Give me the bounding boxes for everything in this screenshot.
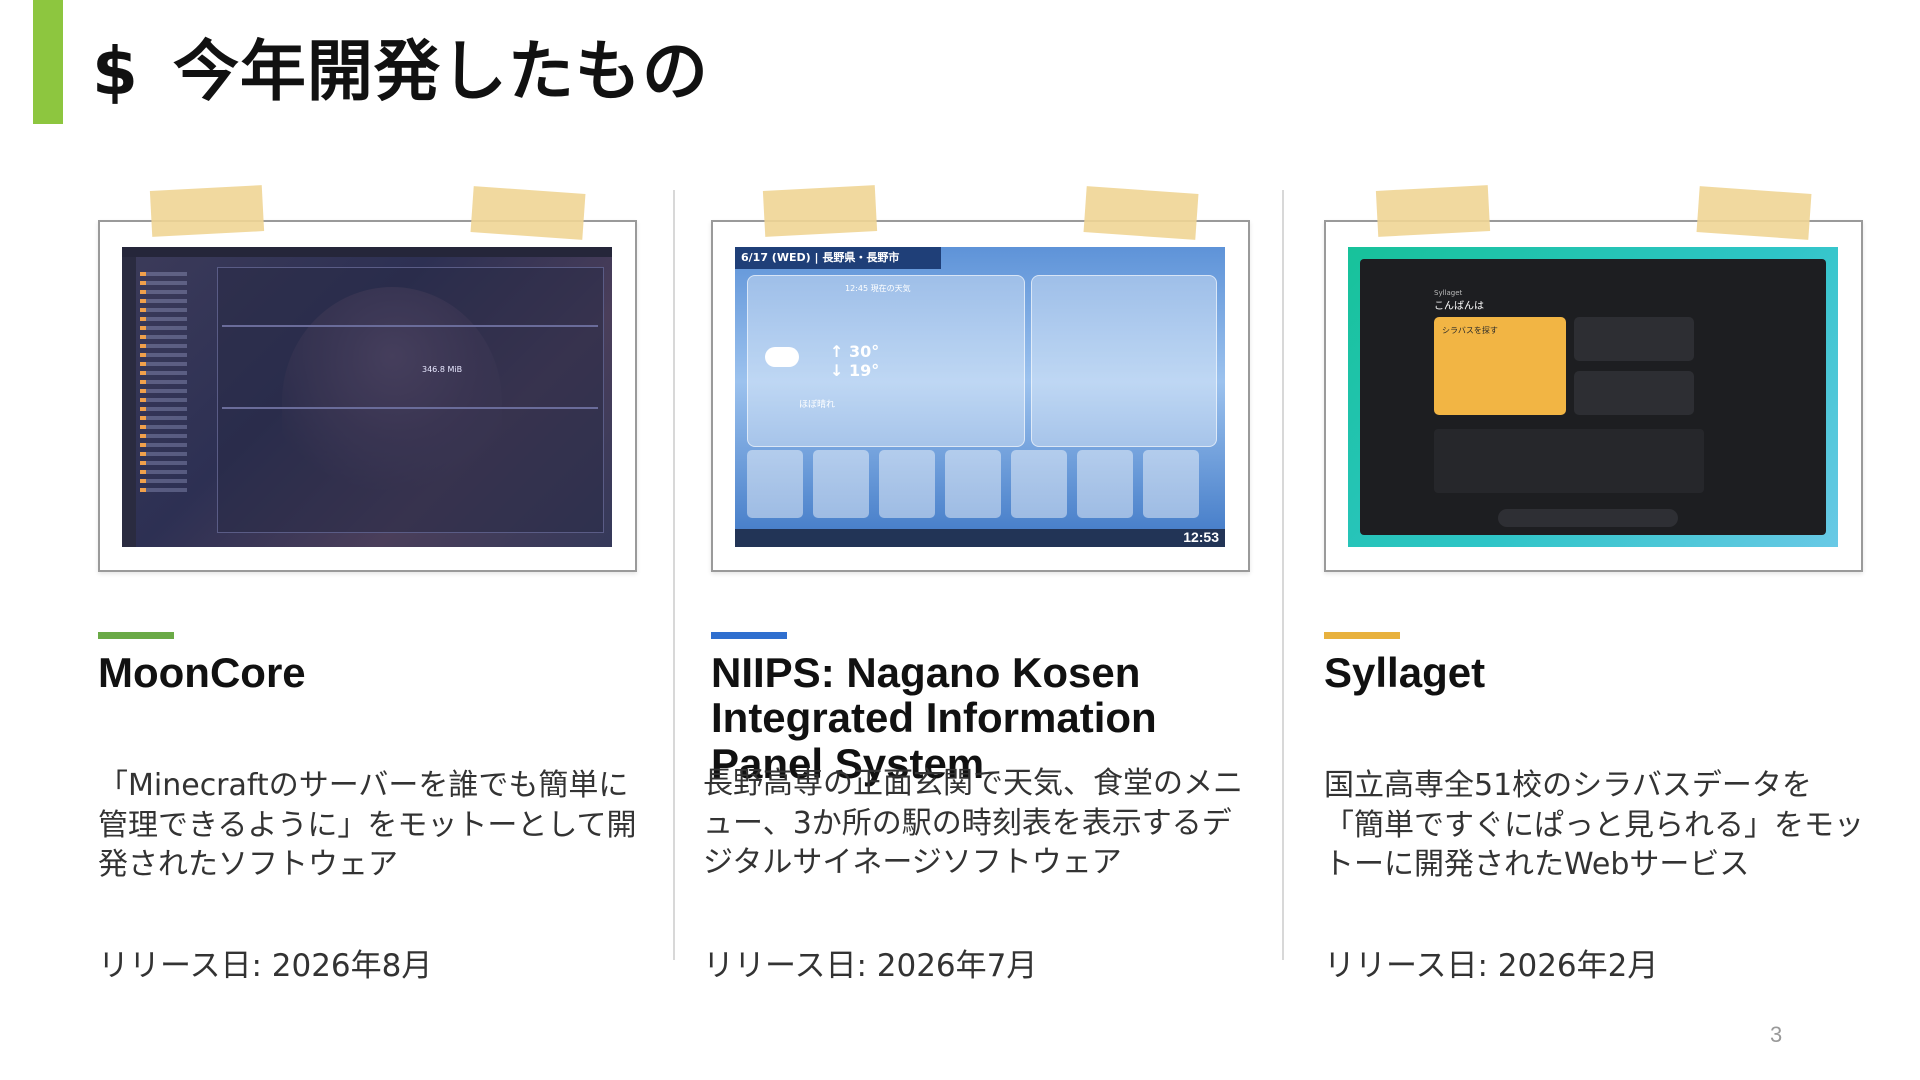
column-divider <box>673 190 675 960</box>
project-description: 長野高専の正面玄関で天気、食堂のメニュー、3か所の駅の時刻表を表示するデジタルサ… <box>703 766 1243 881</box>
tape <box>1083 186 1199 240</box>
title-accent-bar <box>33 0 63 124</box>
file-tree <box>140 267 208 539</box>
notice-list <box>1434 429 1704 493</box>
screenshot-frame: 346.8 MiB <box>98 220 637 572</box>
page-title: $ 今年開発したもの <box>92 18 709 114</box>
search-syllabus-label: シラバスを探す <box>1442 326 1498 335</box>
hourly-forecast <box>879 450 935 518</box>
panel-row <box>222 407 598 409</box>
project-title: NIIPS: Nagano Kosen Integrated Informati… <box>711 649 1157 787</box>
project-title: MoonCore <box>98 649 306 696</box>
title-text: 今年開発したもの <box>172 33 709 110</box>
temp-low: ↓ 19° <box>830 361 880 381</box>
app-name: Syllaget <box>1434 289 1463 297</box>
cloud-icon <box>765 347 799 367</box>
search-syllabus-card: シラバスを探す <box>1434 317 1566 415</box>
tape <box>149 185 265 237</box>
panel-row <box>222 325 598 327</box>
screenshot-frame: 6/17 (WED) | 長野県・長野市 12:45 現在の天気 ↑ 30° ↓… <box>711 220 1250 572</box>
project-accent-rule <box>98 632 174 639</box>
hourly-forecast <box>813 450 869 518</box>
mooncore-screenshot: 346.8 MiB <box>122 247 612 547</box>
syllaget-screenshot: Syllaget こんばんは シラバスを探す <box>1348 247 1838 547</box>
hourly-forecast <box>945 450 1001 518</box>
project-accent-rule <box>711 632 787 639</box>
tape <box>470 186 586 240</box>
bottom-navigation <box>1498 509 1678 527</box>
project-card-syllaget: Syllaget こんばんは シラバスを探す Syllaget 国立高専全51校… <box>1324 180 1879 1000</box>
server-panel <box>217 267 604 533</box>
current-weather-label: 12:45 現在の天気 <box>845 284 911 293</box>
project-release-date: リリース日: 2026年7月 <box>703 948 1038 984</box>
hourly-forecast <box>747 450 803 518</box>
page-number: 3 <box>1770 1022 1783 1047</box>
tools-tile <box>1574 371 1694 415</box>
project-release-date: リリース日: 2026年8月 <box>98 948 433 984</box>
signage-header: 6/17 (WED) | 長野県・長野市 <box>735 247 941 269</box>
greeting-text: こんばんは <box>1434 301 1484 312</box>
tape <box>1375 185 1491 237</box>
hourly-forecast <box>1077 450 1133 518</box>
project-title: Syllaget <box>1324 649 1486 696</box>
app-sidebar <box>122 257 136 547</box>
bookmark-tile <box>1574 317 1694 361</box>
temperature: ↑ 30° ↓ 19° <box>830 342 879 380</box>
project-accent-rule <box>1324 632 1400 639</box>
memory-usage: 346.8 MiB <box>422 365 463 374</box>
signage-footer <box>735 529 1225 547</box>
project-description: 国立高専全51校のシラバスデータを「簡単ですぐにぱっと見られる」をモットーに開発… <box>1324 768 1864 883</box>
app-greeting: Syllaget こんばんは <box>1434 289 1484 312</box>
warning-panel <box>1031 275 1217 447</box>
niips-screenshot: 6/17 (WED) | 長野県・長野市 12:45 現在の天気 ↑ 30° ↓… <box>735 247 1225 547</box>
project-release-date: リリース日: 2026年2月 <box>1324 948 1659 984</box>
screenshot-frame: Syllaget こんばんは シラバスを探す <box>1324 220 1863 572</box>
column-divider <box>1282 190 1284 960</box>
hourly-forecast <box>1011 450 1067 518</box>
project-card-mooncore: 346.8 MiB MoonCore 「Minecraftのサーバーを誰でも簡単… <box>98 180 653 1000</box>
project-description: 「Minecraftのサーバーを誰でも簡単に管理できるように」をモットーとして開… <box>98 768 637 883</box>
weather-condition: ほぼ晴れ <box>799 400 836 410</box>
hourly-forecast <box>1143 450 1199 518</box>
tape <box>1696 186 1812 240</box>
title-symbol: $ <box>92 33 139 110</box>
temp-high: ↑ 30° <box>830 342 880 361</box>
signage-clock: 12:53 <box>1183 529 1219 545</box>
tape <box>762 185 878 237</box>
project-card-niips: 6/17 (WED) | 長野県・長野市 12:45 現在の天気 ↑ 30° ↓… <box>703 180 1266 1000</box>
app-menubar <box>122 247 612 257</box>
